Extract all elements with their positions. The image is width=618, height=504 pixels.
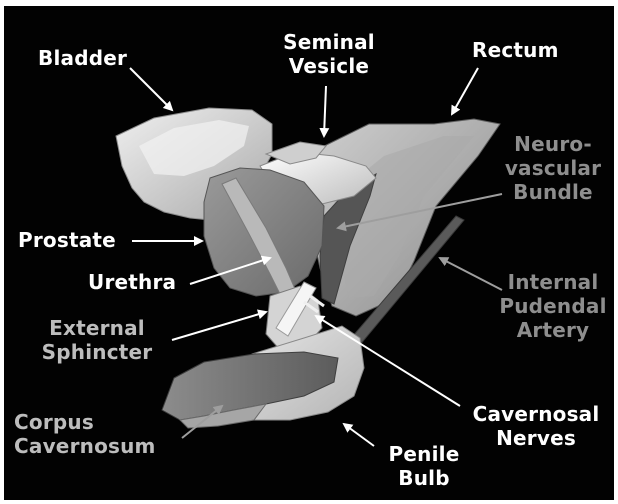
internal-pudendal-label-line3: Artery — [498, 318, 608, 342]
seminal-vesicle-label: Seminal Vesicle — [274, 30, 384, 78]
neurovascular-label-line3: Bundle — [498, 180, 608, 204]
neurovascular-label-line2: vascular — [498, 156, 608, 180]
internal-pudendal-arrow — [440, 258, 502, 290]
internal-pudendal-label-line2: Pudendal — [498, 294, 608, 318]
urethra-label: Urethra — [88, 270, 176, 294]
bladder-arrow — [130, 68, 172, 110]
internal-pudendal-artery-label: Internal Pudendal Artery — [498, 270, 608, 342]
internal-pudendal-label-line1: Internal — [498, 270, 608, 294]
corpus-cavernosum-label-line2: Cavernosum — [14, 434, 156, 458]
seminal-vesicle-label-line1: Seminal — [274, 30, 384, 54]
external-sphincter-label: External Sphincter — [22, 316, 172, 364]
rectum-label: Rectum — [472, 38, 559, 62]
penile-bulb-label-line1: Penile — [374, 442, 474, 466]
neurovascular-bundle-label: Neuro- vascular Bundle — [498, 132, 608, 204]
penile-bulb-label-line2: Bulb — [374, 466, 474, 490]
penile-bulb-label: Penile Bulb — [374, 442, 474, 490]
cavernosal-nerves-label: Cavernosal Nerves — [466, 402, 606, 450]
seminal-vesicle-arrow — [324, 86, 326, 136]
prostate-label: Prostate — [18, 228, 116, 252]
corpus-cavernosum-label: Corpus Cavernosum — [14, 410, 156, 458]
anatomy-render-canvas: Bladder Seminal Vesicle Rectum Neuro- va… — [4, 6, 614, 500]
rectum-arrow — [452, 68, 478, 114]
corpus-cavernosum-label-line1: Corpus — [14, 410, 156, 434]
external-sphincter-label-line1: External — [22, 316, 172, 340]
neurovascular-label-line1: Neuro- — [498, 132, 608, 156]
penile-bulb-arrow — [344, 424, 374, 446]
seminal-vesicle-label-line2: Vesicle — [274, 54, 384, 78]
external-sphincter-label-line2: Sphincter — [22, 340, 172, 364]
bladder-label: Bladder — [38, 46, 127, 70]
external-sphincter-arrow — [172, 312, 266, 340]
cavernosal-nerves-label-line1: Cavernosal — [466, 402, 606, 426]
cavernosal-nerves-label-line2: Nerves — [466, 426, 606, 450]
